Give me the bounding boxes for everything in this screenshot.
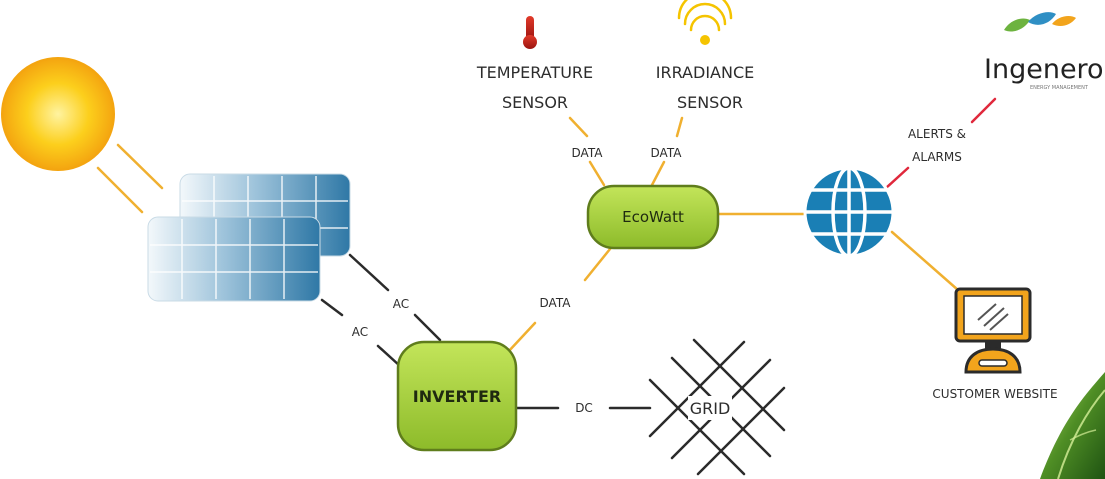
connection-lines: [96, 97, 997, 410]
irradiance-signal-icon: [677, 0, 733, 45]
ac-upper-label: AC: [393, 297, 409, 311]
sun-icon: [1, 57, 115, 171]
ac-lower-link-b: [376, 344, 402, 368]
temp-link-upper: [568, 116, 589, 138]
leaf-decoration: [1040, 372, 1105, 479]
irr-link-lower: [650, 160, 666, 187]
irradiance-sensor-label-line2: SENSOR: [677, 93, 743, 112]
monitor-icon: [954, 287, 1032, 374]
ac-upper-link-a: [348, 253, 390, 292]
brand-name: Ingenero: [984, 54, 1104, 85]
inverter-data-link-upper: [583, 247, 612, 282]
logo-leaf-1: [1004, 18, 1030, 32]
inverter-label: INVERTER: [413, 387, 501, 406]
globe-icon: [803, 166, 895, 258]
sun-ray-2: [96, 166, 144, 214]
temperature-sensor-label-line1: TEMPERATURE: [476, 63, 593, 82]
logo-leaf-2: [1028, 12, 1056, 25]
sun-ray-1: [116, 143, 164, 190]
alerts-link-upper: [970, 97, 997, 124]
irr-link-upper: [675, 116, 684, 138]
dc-label: DC: [575, 401, 593, 415]
alerts-label-line1: ALERTS &: [908, 127, 966, 141]
brand-tagline: ENERGY MANAGEMENT: [1030, 85, 1089, 91]
inverter-data-label: DATA: [540, 296, 572, 310]
temp-data-label: DATA: [572, 146, 604, 160]
ingenero-logo: Ingenero ENERGY MANAGEMENT: [984, 12, 1104, 91]
ac-upper-link-b: [413, 313, 442, 342]
irradiance-sensor-label-line1: IRRADIANCE: [656, 63, 754, 82]
globe-monitor-link: [890, 230, 960, 292]
logo-leaf-3: [1052, 16, 1076, 26]
ecowatt-node: EcoWatt: [586, 184, 720, 250]
inverter-node: INVERTER: [396, 340, 518, 452]
grid-label: GRID: [690, 399, 731, 418]
ac-lower-label: AC: [352, 325, 368, 339]
grid-label-backdrop: [688, 396, 732, 420]
solar-panels-icon: [147, 173, 351, 302]
customer-website-label: CUSTOMER WEBSITE: [932, 387, 1057, 401]
temperature-sensor-label-line2: SENSOR: [502, 93, 568, 112]
ac-lower-link-a: [320, 298, 344, 317]
ecowatt-label: EcoWatt: [622, 208, 684, 226]
thermometer-icon: [523, 16, 537, 49]
temp-link-lower: [588, 160, 606, 187]
alerts-link-lower: [884, 166, 910, 190]
solar-panel-front: [147, 216, 321, 302]
irr-data-label: DATA: [651, 146, 683, 160]
alerts-label-line2: ALARMS: [912, 150, 962, 164]
inverter-data-link-lower: [506, 321, 537, 354]
